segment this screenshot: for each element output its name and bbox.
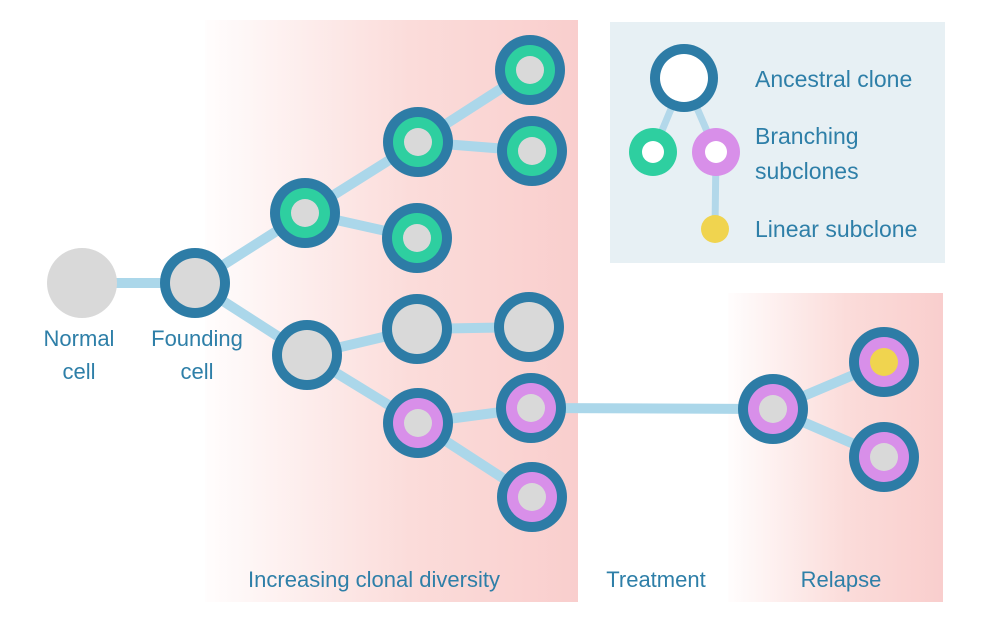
legend-node-ly-layer0 bbox=[701, 215, 729, 243]
legend-node-anc-layer1 bbox=[660, 54, 708, 102]
normal-cell-label-line2: cell bbox=[62, 359, 96, 384]
legend-branching-label-line2: subclones bbox=[755, 158, 859, 184]
normal-cell-label-line1: Normal bbox=[43, 326, 115, 351]
tree-node-p2-layer2 bbox=[517, 394, 545, 422]
tree-node-r2-layer2 bbox=[870, 443, 898, 471]
normal-cell-label: Normal cell bbox=[19, 322, 139, 388]
tree-node-g4 bbox=[497, 116, 567, 186]
tree-node-g2-layer2 bbox=[404, 128, 432, 156]
tree-node-c bbox=[494, 292, 564, 362]
tree-node-a-layer1 bbox=[282, 330, 332, 380]
tree-node-g3-layer2 bbox=[516, 56, 544, 84]
legend-branching-label: Branching subclones bbox=[755, 119, 859, 189]
tree-node-founding bbox=[160, 248, 230, 318]
tree-node-normal-layer0 bbox=[47, 248, 117, 318]
founding-cell-label: Founding cell bbox=[137, 322, 257, 388]
legend-linear-label: Linear subclone bbox=[755, 216, 918, 242]
tree-node-normal bbox=[47, 248, 117, 318]
tree-node-r2 bbox=[849, 422, 919, 492]
legend-branching-label-line1: Branching bbox=[755, 123, 859, 149]
tree-node-p3-layer2 bbox=[518, 483, 546, 511]
tree-node-p2 bbox=[496, 373, 566, 443]
legend-node-anc bbox=[650, 44, 718, 112]
tree-node-p1-layer2 bbox=[404, 409, 432, 437]
legend-node-ly bbox=[701, 215, 729, 243]
increasing-diversity-label: Increasing clonal diversity bbox=[248, 567, 500, 592]
treatment-label: Treatment bbox=[606, 567, 706, 592]
tree-node-g2 bbox=[383, 107, 453, 177]
tree-node-r0 bbox=[738, 374, 808, 444]
tree-node-c-layer1 bbox=[504, 302, 554, 352]
legend-ancestral-label: Ancestral clone bbox=[755, 66, 913, 92]
relapse-label: Relapse bbox=[800, 567, 882, 592]
legend-node-lp-layer1 bbox=[705, 141, 727, 163]
tree-node-g1-layer2 bbox=[291, 199, 319, 227]
tree-node-founding-layer1 bbox=[170, 258, 220, 308]
tree-node-b bbox=[382, 294, 452, 364]
tree-node-g5-layer2 bbox=[403, 224, 431, 252]
tree-node-r1-layer2 bbox=[870, 348, 898, 376]
tree-node-r0-layer2 bbox=[759, 395, 787, 423]
legend-node-lp bbox=[692, 128, 740, 176]
tree-node-g3 bbox=[495, 35, 565, 105]
tree-node-p1 bbox=[383, 388, 453, 458]
tree-node-p3 bbox=[497, 462, 567, 532]
legend-node-lg bbox=[629, 128, 677, 176]
founding-cell-label-line1: Founding bbox=[151, 326, 243, 351]
tree-edge-p2-r0 bbox=[526, 403, 778, 414]
tree-node-g1 bbox=[270, 178, 340, 248]
legend-node-lg-layer1 bbox=[642, 141, 664, 163]
founding-cell-label-line2: cell bbox=[180, 359, 214, 384]
tree-node-g5 bbox=[382, 203, 452, 273]
tree-node-g4-layer2 bbox=[518, 137, 546, 165]
tree-node-r1 bbox=[849, 327, 919, 397]
tree-node-a bbox=[272, 320, 342, 390]
tree-node-b-layer1 bbox=[392, 304, 442, 354]
